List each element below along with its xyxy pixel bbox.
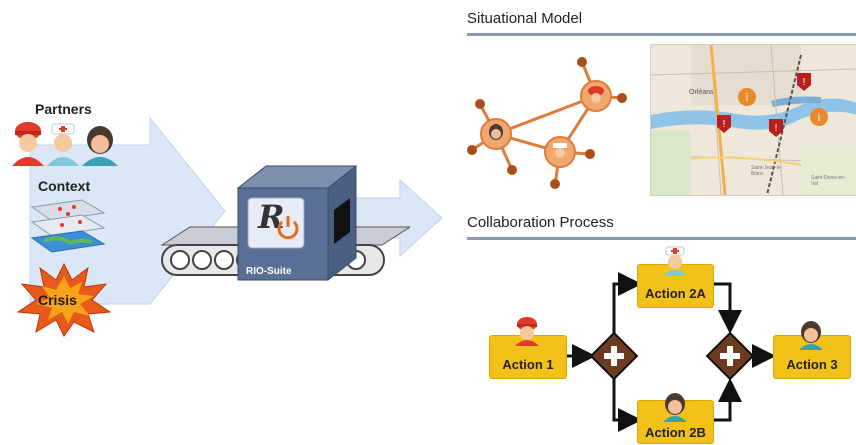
action-1-box[interactable]: Action 1 — [489, 335, 567, 379]
svg-text:i: i — [818, 112, 820, 124]
parallel-gateway-2 — [705, 331, 755, 381]
info-marker-icon: i — [738, 88, 756, 106]
nurse-icon — [47, 123, 79, 166]
info-marker-icon: i — [810, 108, 828, 126]
svg-text:!: ! — [775, 123, 778, 134]
action-1-label: Action 1 — [502, 357, 554, 372]
collaboration-flow — [567, 272, 776, 432]
context-map-layers-icon — [30, 199, 106, 253]
doctor-icon — [663, 393, 687, 422]
situational-model-title: Situational Model — [467, 10, 583, 27]
parallel-gateway-1 — [589, 331, 639, 381]
map-label-saint-jean: Saint-Jean-le-Blanc — [751, 165, 783, 177]
nurse-node-icon — [553, 143, 567, 158]
situational-model-rule — [467, 33, 856, 36]
svg-text:i: i — [746, 92, 748, 104]
doctor-icon — [82, 126, 118, 166]
map-label-orleans: Orléans — [689, 89, 714, 96]
action-3-label: Action 3 — [786, 357, 838, 372]
doctor-icon — [799, 321, 823, 350]
firefighter-node-icon — [588, 86, 604, 103]
partners-icons — [12, 122, 118, 166]
situational-map: i i ! ! ! Orléans Saint-Jean-le-Blanc Sa… — [650, 44, 856, 196]
action-2b-label: Action 2B — [645, 425, 706, 440]
alert-marker-icon: ! — [717, 115, 731, 133]
svg-text:!: ! — [803, 77, 806, 88]
crisis-explosion-icon — [16, 262, 112, 337]
action-2a-label: Action 2A — [645, 286, 706, 301]
rio-suite-machine — [236, 164, 358, 282]
rio-suite-label: RIO-Suite — [246, 266, 292, 277]
partners-label: Partners — [35, 101, 92, 117]
nurse-icon — [663, 246, 687, 276]
doctor-node-icon — [489, 124, 503, 140]
firefighter-icon — [515, 317, 539, 346]
situational-network-graph — [467, 57, 627, 189]
collaboration-process-title: Collaboration Process — [467, 214, 614, 231]
alert-marker-icon: ! — [797, 73, 811, 91]
alert-marker-icon: ! — [769, 119, 783, 137]
map-label-saint-denis: Saint-Denis-en-Val — [811, 175, 846, 187]
firefighter-icon — [12, 122, 44, 166]
context-label: Context — [38, 178, 91, 194]
power-icon — [277, 216, 299, 240]
crisis-label: Crisis — [38, 292, 77, 308]
map-drawing: i i ! ! ! — [651, 45, 856, 195]
svg-text:!: ! — [723, 119, 726, 130]
collaboration-process-rule — [467, 237, 856, 240]
rio-logo: R — [252, 198, 304, 246]
